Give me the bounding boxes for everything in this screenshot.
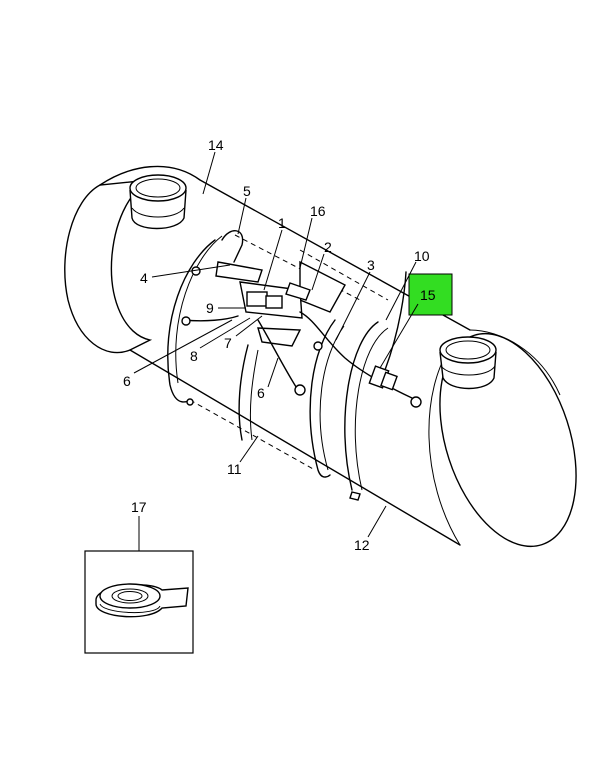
callout-2: 2 xyxy=(324,239,332,255)
callout-17: 17 xyxy=(131,499,147,515)
callout-10: 10 xyxy=(414,248,430,264)
leader-lines xyxy=(133,151,419,551)
callout-11: 11 xyxy=(227,461,242,477)
callout-labels: 14 5 1 16 2 3 10 15 4 9 8 7 6 6 11 12 17 xyxy=(123,137,436,553)
callout-7: 7 xyxy=(224,335,232,351)
sensor-bracket-assembly xyxy=(181,230,422,501)
callout-5: 5 xyxy=(243,183,251,199)
callout-12: 12 xyxy=(354,537,370,553)
detail-inset xyxy=(84,550,194,654)
callout-1: 1 xyxy=(278,215,286,231)
inlet-pipe xyxy=(129,174,187,230)
callout-6-left: 6 xyxy=(123,373,131,389)
callout-15: 15 xyxy=(420,287,436,303)
callout-8: 8 xyxy=(190,348,198,364)
callout-4: 4 xyxy=(140,270,148,286)
callout-14: 14 xyxy=(208,137,224,153)
clamp-bands xyxy=(167,234,389,491)
callout-6-center: 6 xyxy=(257,385,265,401)
highlight-box-15 xyxy=(408,273,453,316)
callout-9: 9 xyxy=(206,300,214,316)
callout-16: 16 xyxy=(310,203,326,219)
outlet-pipe xyxy=(439,336,497,390)
callout-3: 3 xyxy=(367,257,375,273)
